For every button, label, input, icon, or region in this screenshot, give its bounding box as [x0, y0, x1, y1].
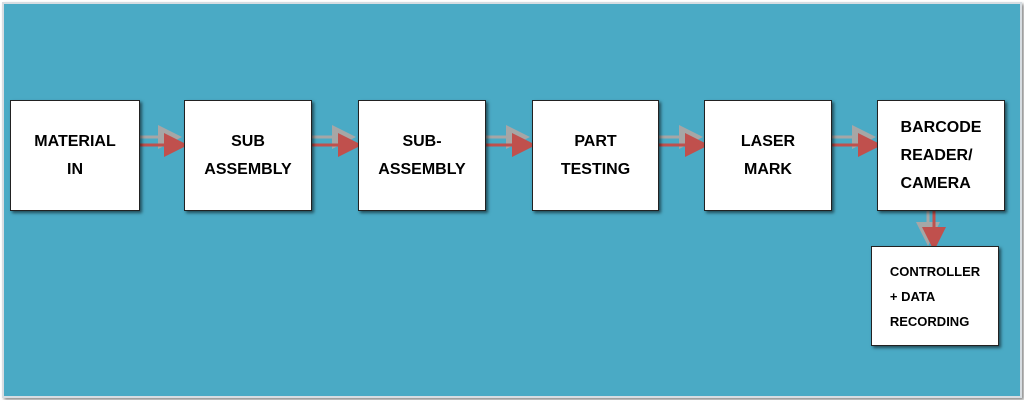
- step-label: PART TESTING: [560, 132, 631, 178]
- step-label: LASER MARK: [740, 132, 796, 178]
- arrow-connectors: [138, 133, 946, 251]
- step-material-in: MATERIAL IN: [10, 100, 140, 211]
- step-label: CONTROLLER + DATA RECORDING: [889, 263, 981, 329]
- step-sub-assembly: SUB ASSEMBLY: [184, 100, 312, 211]
- step-sub-assembly-2: SUB- ASSEMBLY: [358, 100, 486, 211]
- step-label: SUB ASSEMBLY: [204, 132, 292, 178]
- step-label: BARCODE READER/ CAMERA: [900, 118, 982, 192]
- step-part-testing: PART TESTING: [532, 100, 659, 211]
- step-label: MATERIAL IN: [34, 132, 116, 178]
- step-controller-data-recording: CONTROLLER + DATA RECORDING: [871, 246, 999, 346]
- step-laser-mark: LASER MARK: [704, 100, 832, 211]
- step-barcode-reader-camera: BARCODE READER/ CAMERA: [877, 100, 1005, 211]
- step-label: SUB- ASSEMBLY: [378, 132, 466, 178]
